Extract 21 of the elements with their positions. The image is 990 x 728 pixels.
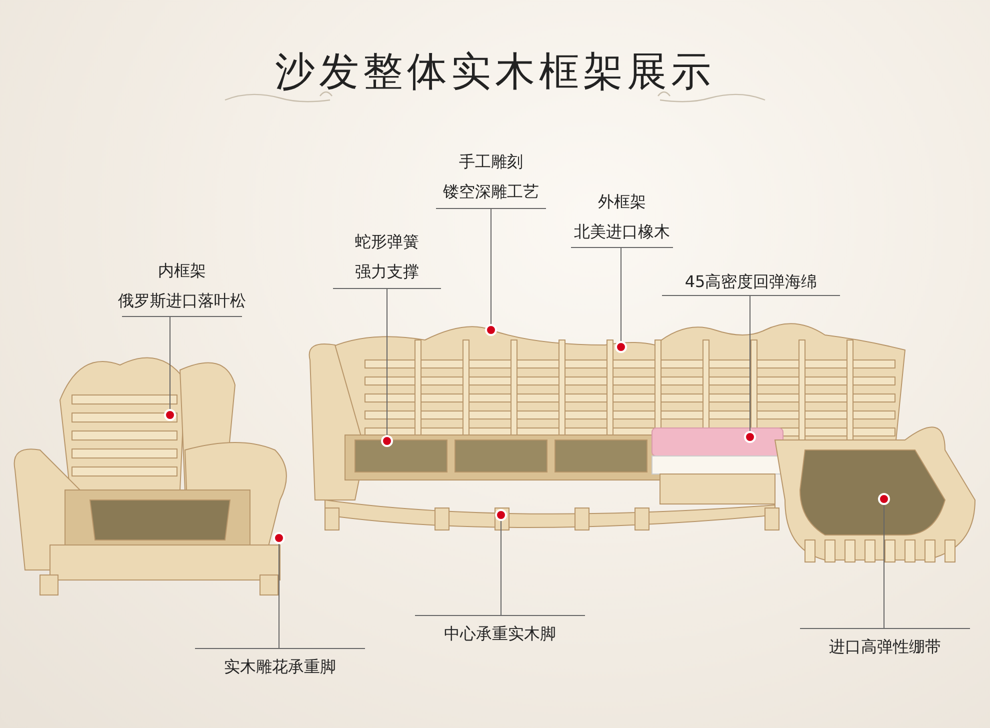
callout-text: 实木雕花承重脚 bbox=[224, 656, 336, 678]
callout-text: 45高密度回弹海绵 bbox=[684, 270, 818, 292]
callout-text: 镂空深雕工艺 bbox=[443, 181, 539, 203]
leader-line bbox=[278, 544, 280, 648]
callout-text: 北美进口橡木 bbox=[574, 220, 670, 242]
leader-line bbox=[620, 248, 622, 342]
leader-line bbox=[490, 208, 492, 324]
callout-text: 手工雕刻 bbox=[459, 151, 523, 173]
callout-text: 蛇形弹簧 bbox=[355, 231, 419, 253]
title: 沙发整体实木框架展示 bbox=[275, 49, 715, 95]
leader-line bbox=[500, 520, 502, 616]
callout-dot bbox=[615, 341, 627, 353]
callout-dot bbox=[485, 324, 497, 336]
callout-dot bbox=[273, 532, 285, 544]
callout-text: 俄罗斯进口落叶松 bbox=[118, 290, 246, 312]
leader-line bbox=[386, 288, 388, 436]
callout-text: 中心承重实木脚 bbox=[444, 622, 556, 644]
callout-text: 进口高弹性绷带 bbox=[829, 636, 941, 658]
callout-text: 强力支撑 bbox=[355, 261, 419, 283]
callout-text: 外框架 bbox=[598, 190, 646, 212]
callout-text: 内框架 bbox=[158, 260, 206, 282]
